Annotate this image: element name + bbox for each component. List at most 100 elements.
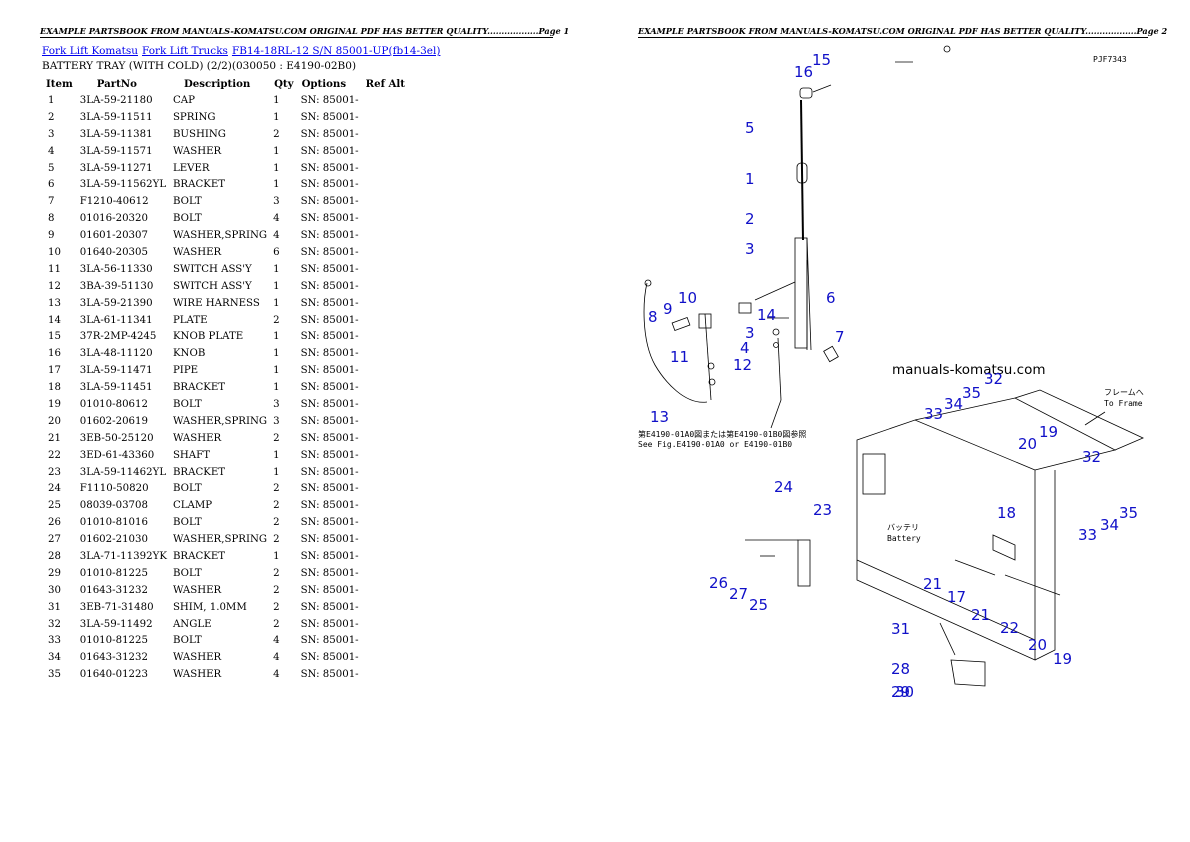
options-cell: SN: 85001- — [300, 534, 359, 546]
item-number-cell: 7 — [48, 196, 55, 208]
page-header: EXAMPLE PARTSBOOK FROM MANUALS-KOMATSU.C… — [40, 26, 570, 38]
callout-35: 35 — [1119, 504, 1138, 522]
options-cell: SN: 85001- — [300, 111, 359, 123]
part-number-cell: 37R-2MP-4245 — [79, 331, 157, 343]
item-number-cell: 19 — [48, 398, 61, 410]
quantity-cell: 1 — [273, 550, 280, 562]
callout-6: 6 — [826, 289, 836, 307]
part-number-cell: 3LA-59-11511 — [79, 111, 153, 123]
part-description-cell: BOLT — [172, 517, 202, 529]
item-number-cell: 18 — [48, 382, 61, 394]
ref-alt-cell — [362, 227, 409, 244]
quantity-cell: 3 — [273, 415, 280, 427]
part-description-cell: WASHER,SPRING — [172, 534, 268, 546]
callout-33: 33 — [1078, 526, 1097, 544]
quantity-cell: 4 — [273, 652, 280, 664]
part-number-cell: 01602-21030 — [79, 534, 148, 546]
ref-alt-cell — [362, 616, 409, 633]
ref-alt-cell — [362, 582, 409, 599]
ref-alt-cell — [362, 160, 409, 177]
item-number-cell: 30 — [48, 584, 61, 596]
item-number-cell: 10 — [48, 246, 61, 258]
part-number-cell: 01010-81225 — [79, 567, 148, 579]
options-cell: SN: 85001- — [300, 213, 359, 225]
part-description-cell: PLATE — [172, 314, 208, 326]
options-cell: SN: 85001- — [300, 162, 359, 174]
part-number-cell: 01016-20320 — [79, 213, 148, 225]
item-number-cell: 27 — [48, 534, 61, 546]
ref-alt-cell — [362, 599, 409, 616]
quantity-cell: 2 — [273, 483, 280, 495]
part-description-cell: WASHER,SPRING — [172, 230, 268, 242]
quantity-cell: 4 — [273, 669, 280, 681]
quantity-cell: 1 — [273, 111, 280, 123]
item-number-cell: 33 — [48, 635, 61, 647]
options-cell: SN: 85001- — [300, 230, 359, 242]
quantity-cell: 1 — [273, 263, 280, 275]
options-cell: SN: 85001- — [300, 94, 359, 106]
callout-32: 32 — [984, 370, 1003, 388]
callout-10: 10 — [678, 289, 697, 307]
breadcrumb-link-model[interactable]: FB14-18RL-12 S/N 85001-UP(fb14-3el) — [231, 45, 441, 57]
breadcrumb-link-category[interactable]: Fork Lift Trucks — [142, 45, 228, 57]
callout-22: 22 — [1000, 619, 1019, 637]
part-description-cell: CLAMP — [172, 500, 213, 512]
quantity-cell: 4 — [273, 213, 280, 225]
page-2: EXAMPLE PARTSBOOK FROM MANUALS-KOMATSU.C… — [595, 0, 1190, 842]
column-header-description: Description — [183, 78, 251, 90]
part-number-cell: 3LA-59-11492 — [79, 618, 153, 630]
item-number-cell: 35 — [48, 669, 61, 681]
part-description-cell: KNOB PLATE — [172, 331, 244, 343]
part-description-cell: BRACKET — [172, 179, 226, 191]
item-number-cell: 32 — [48, 618, 61, 630]
part-number-cell: F1210-40612 — [79, 196, 149, 208]
item-number-cell: 9 — [48, 230, 55, 242]
ref-alt-cell — [362, 430, 409, 447]
ref-alt-cell — [362, 565, 409, 582]
options-cell: SN: 85001- — [300, 398, 359, 410]
part-description-cell: BRACKET — [172, 550, 226, 562]
options-cell: SN: 85001- — [300, 415, 359, 427]
quantity-cell: 3 — [273, 196, 280, 208]
item-number-cell: 1 — [48, 94, 55, 106]
part-description-cell: PIPE — [172, 365, 199, 377]
callout-1: 1 — [745, 170, 755, 188]
lever-assembly-drawing — [738, 84, 839, 429]
wire-harness-drawing — [643, 279, 716, 403]
options-cell: SN: 85001- — [300, 365, 359, 377]
ref-alt-cell — [362, 92, 409, 109]
column-header-partno: PartNo — [96, 78, 137, 90]
callout-3: 3 — [745, 240, 755, 258]
item-number-cell: 13 — [48, 297, 61, 309]
quantity-cell: 1 — [273, 94, 280, 106]
quantity-cell: 1 — [273, 297, 280, 309]
column-header-qty: Qty — [274, 78, 294, 90]
part-number-cell: F1110-50820 — [79, 483, 149, 495]
options-cell: SN: 85001- — [300, 280, 359, 292]
part-number-cell: 3LA-59-11471 — [79, 365, 153, 377]
quantity-cell: 1 — [273, 179, 280, 191]
part-description-cell: WASHER — [172, 584, 222, 596]
callout-21: 21 — [923, 575, 942, 593]
item-number-cell: 24 — [48, 483, 61, 495]
watermark: manuals-komatsu.com — [892, 362, 1046, 378]
callout-15: 15 — [812, 51, 831, 69]
part-number-cell: 3LA-59-11271 — [79, 162, 153, 174]
part-description-cell: LEVER — [172, 162, 210, 174]
item-number-cell: 11 — [48, 263, 61, 275]
top-fastener-shape — [943, 45, 951, 53]
ref-alt-cell — [362, 548, 409, 565]
part-description-cell: BOLT — [172, 483, 202, 495]
part-number-cell: 3EB-50-25120 — [79, 432, 154, 444]
part-description-cell: SHIM, 1.0MM — [172, 601, 247, 613]
breadcrumb-link-brand[interactable]: Fork Lift Komatsu — [42, 45, 138, 57]
